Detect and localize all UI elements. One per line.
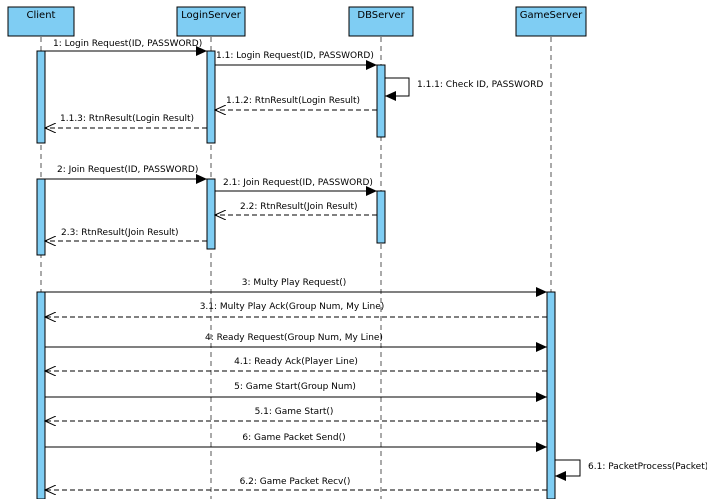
message-label: 3: Multy Play Request() [242,278,347,288]
message-5: 5: Game Start(Group Num) [45,382,547,402]
message-label: 1: Login Request(ID, PASSWORD) [53,39,202,49]
activation-dbserver [376,64,386,138]
message-label: 6.1: PacketProcess(Packet) [588,462,707,472]
message-label: 4: Ready Request(Group Num, My Line) [205,333,383,343]
message-1-1-2: 1.1.2: RtnResult(Login Result) [215,96,377,110]
message-label: 1.1.3: RtnResult(Login Result) [60,114,194,124]
participant-dbserver-title: DBServer [357,10,405,21]
participant-client-title: Client [27,10,56,21]
message-2: 2: Join Request(ID, PASSWORD) [45,165,207,184]
message-label: 2.1: Join Request(ID, PASSWORD) [223,178,373,188]
message-label: 4.1: Ready Ack(Player Line) [234,357,358,367]
participant-client: Client [7,6,75,37]
message-label: 5.1: Game Start() [255,407,334,417]
message-3: 3: Multy Play Request() [45,278,547,297]
message-2-2: 2.2: RtnResult(Join Result) [215,202,377,215]
message-1: 1: Login Request(ID, PASSWORD) [45,39,207,56]
message-6-1: 6.1: PacketProcess(Packet) [555,459,707,481]
message-5-1: 5.1: Game Start() [45,407,547,421]
activation-client [36,50,46,144]
message-6: 6: Game Packet Send() [45,433,547,452]
activation-dbserver [376,190,386,244]
participant-loginserver: LoginServer [176,6,246,37]
message-label: 3.1: Multy Play Ack(Group Num, My Line) [200,302,385,312]
message-3-1: 3.1: Multy Play Ack(Group Num, My Line) [45,302,547,317]
message-2-1: 2.1: Join Request(ID, PASSWORD) [215,178,377,196]
message-label: 1.1.1: Check ID, PASSWORD [417,80,543,90]
message-2-3: 2.3: RtnResult(Join Result) [45,228,207,241]
participant-gameserver: GameServer [515,6,587,37]
participant-gameserver-title: GameServer [520,10,583,21]
message-label: 1.1.2: RtnResult(Login Result) [226,96,360,106]
message-label: 6: Game Packet Send() [242,433,345,443]
message-4: 4: Ready Request(Group Num, My Line) [45,333,547,352]
message-label: 2.2: RtnResult(Join Result) [240,202,358,212]
activation-loginserver [206,50,216,144]
message-label: 6.2: Game Packet Recv() [240,477,351,487]
message-1-1-1: 1.1.1: Check ID, PASSWORD [385,77,543,101]
message-label: 2: Join Request(ID, PASSWORD) [57,165,198,175]
message-label: 5: Game Start(Group Num) [234,382,356,392]
message-4-1: 4.1: Ready Ack(Player Line) [45,357,547,371]
activation-client [36,291,46,499]
activation-gameserver [546,291,556,499]
participant-dbserver: DBServer [348,6,414,37]
activation-client [36,178,46,256]
message-1-1-3: 1.1.3: RtnResult(Login Result) [45,114,207,128]
message-label: 2.3: RtnResult(Join Result) [61,228,179,238]
activation-loginserver [206,178,216,250]
message-1-1: 1.1: Login Request(ID, PASSWORD) [215,51,377,70]
message-6-2: 6.2: Game Packet Recv() [45,477,547,490]
participant-loginserver-title: LoginServer [181,10,242,21]
message-label: 1.1: Login Request(ID, PASSWORD) [216,51,374,61]
